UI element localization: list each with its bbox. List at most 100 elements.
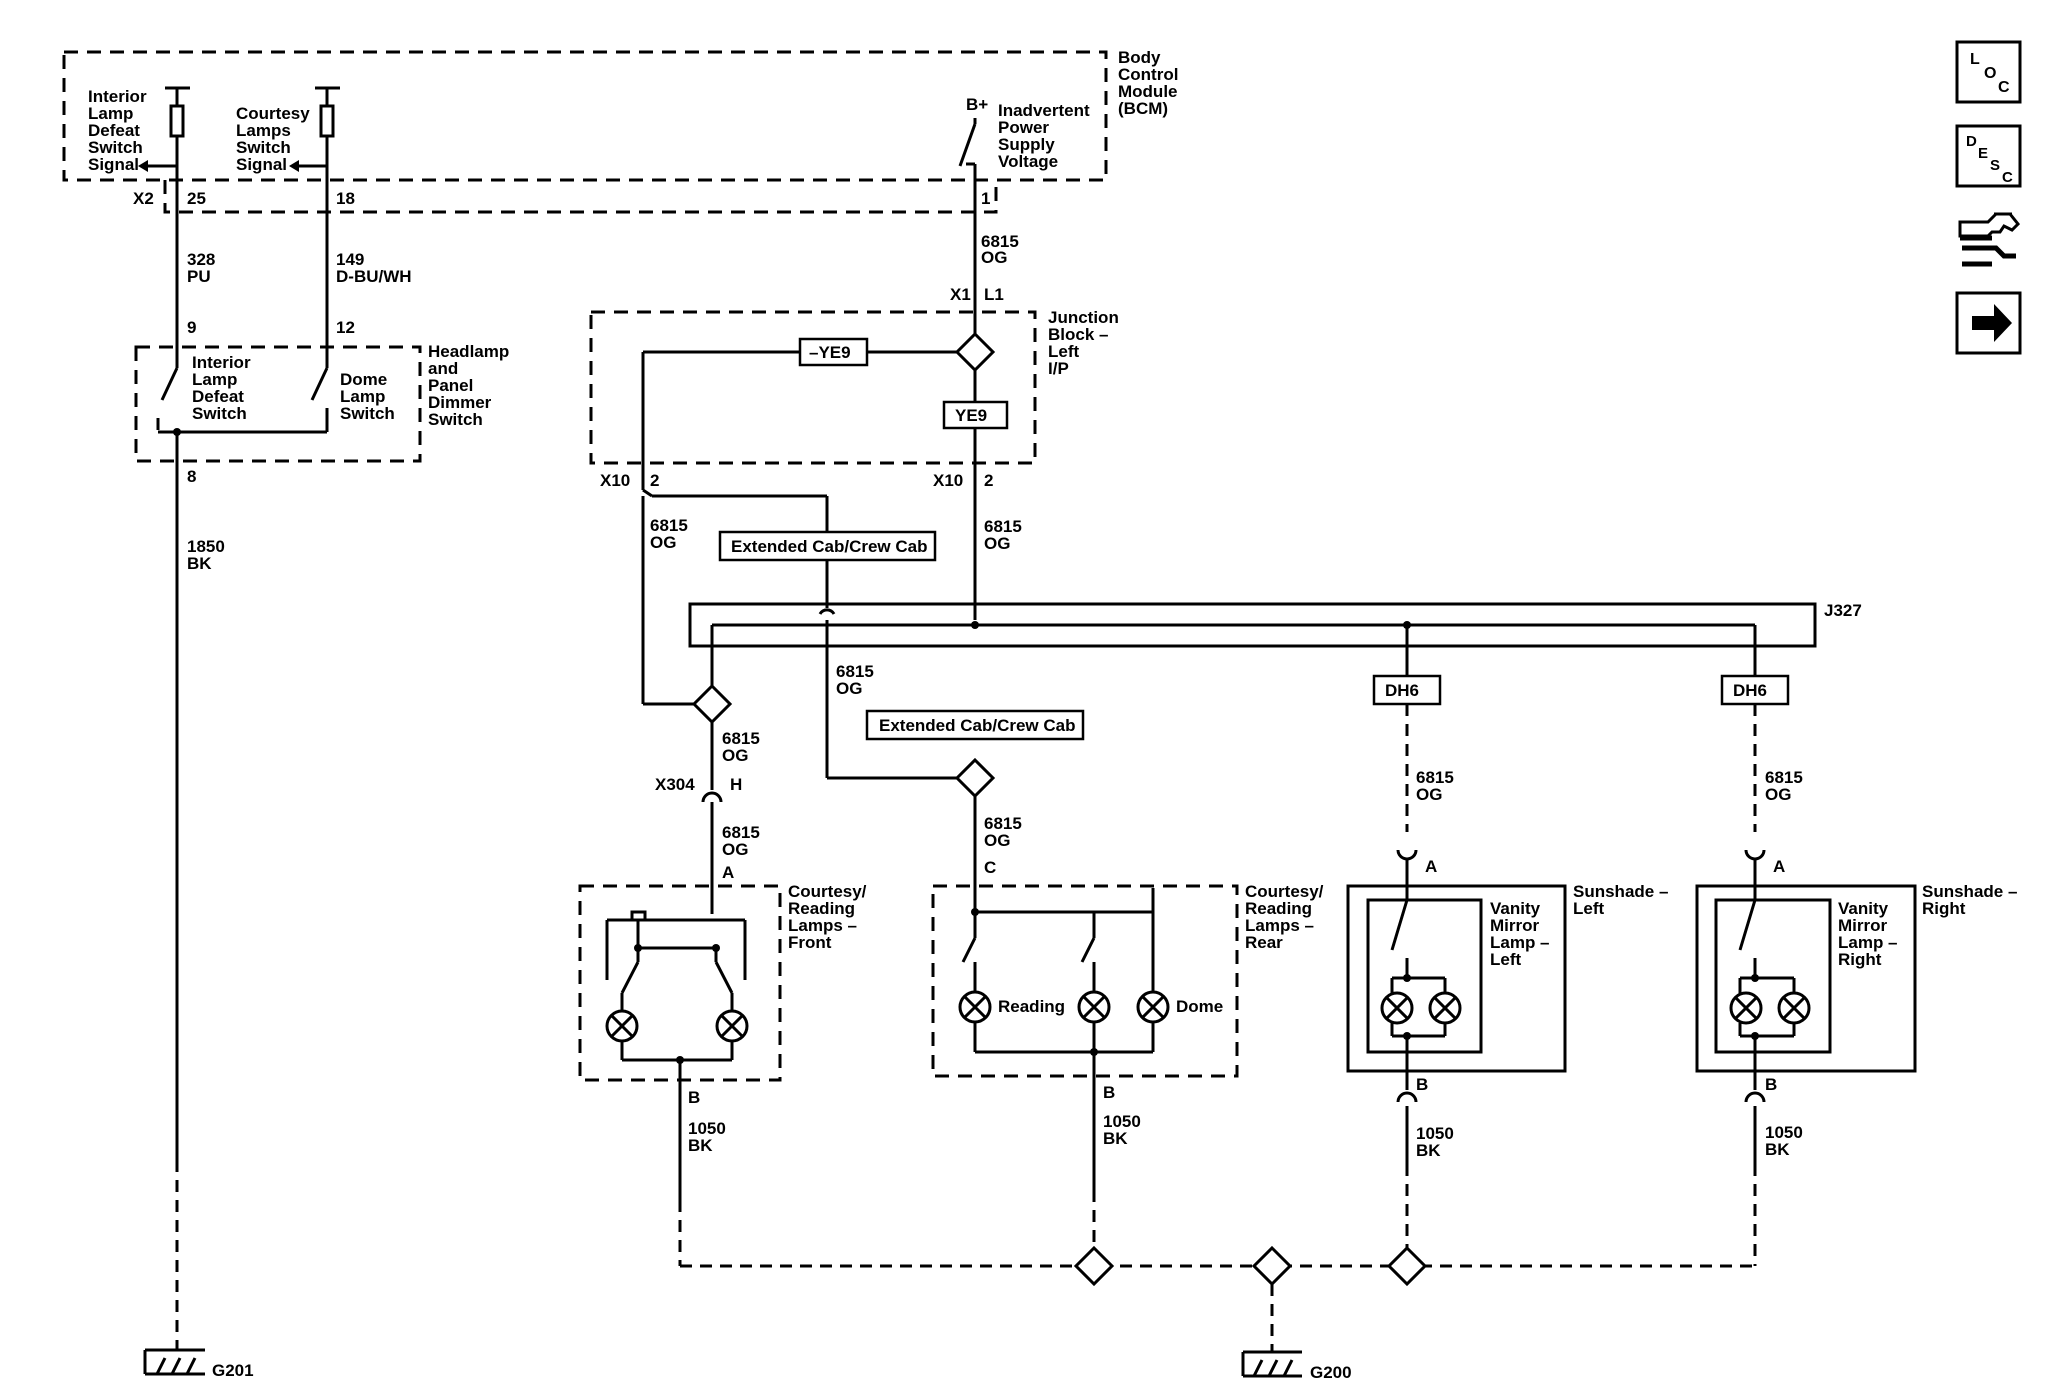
loc-c: C bbox=[1998, 79, 2010, 96]
inadvertent-l3: Supply bbox=[998, 135, 1055, 154]
wire-bk-a: BK bbox=[688, 1136, 713, 1155]
wire-bk-b: BK bbox=[1103, 1129, 1128, 1148]
wire-1050-b: 1050 bbox=[1103, 1112, 1141, 1131]
wire-149: 149 bbox=[336, 250, 364, 269]
ssl-l1: Sunshade – bbox=[1573, 882, 1668, 901]
wire-1050-c: 1050 bbox=[1416, 1124, 1454, 1143]
pin-b-right: B bbox=[1765, 1075, 1777, 1094]
wire-328: 328 bbox=[187, 250, 215, 269]
j327-label: J327 bbox=[1824, 601, 1862, 620]
sig1-l2: Lamp bbox=[88, 104, 133, 123]
ssl-l2: Left bbox=[1573, 899, 1605, 918]
pin-a-front: A bbox=[722, 863, 734, 882]
rear-l2: Reading bbox=[1245, 899, 1312, 918]
ssr-l1: Sunshade – bbox=[1922, 882, 2017, 901]
arrow-right-icon[interactable] bbox=[1955, 291, 2022, 355]
wire-6815-c: 6815 bbox=[836, 662, 874, 681]
dh6-right-label: DH6 bbox=[1733, 681, 1767, 700]
desc-e: E bbox=[1978, 145, 1988, 162]
loc-l: L bbox=[1970, 51, 1980, 68]
dome-sw-l2: Lamp bbox=[340, 387, 385, 406]
front-l2: Reading bbox=[788, 899, 855, 918]
rear-l4: Rear bbox=[1245, 933, 1283, 952]
ext-cab-label-2: Extended Cab/Crew Cab bbox=[879, 716, 1076, 735]
dimmer-l5: Switch bbox=[428, 410, 483, 429]
ssr-l2: Right bbox=[1922, 899, 1966, 918]
sig2-l3: Switch bbox=[236, 138, 291, 157]
pin-b-front: B bbox=[688, 1088, 700, 1107]
sig2-l2: Lamps bbox=[236, 121, 291, 140]
loc-o: O bbox=[1984, 65, 1996, 82]
wire-og-e: OG bbox=[722, 746, 748, 765]
g201-label: G201 bbox=[212, 1361, 254, 1380]
connector-tools-icon[interactable] bbox=[1958, 212, 2021, 267]
jb-l2: Block – bbox=[1048, 325, 1108, 344]
not-ye9-label: –YE9 bbox=[809, 343, 851, 362]
wire-6815-a: 6815 bbox=[981, 232, 1019, 251]
front-l1: Courtesy/ bbox=[788, 882, 867, 901]
pin-b-rear: B bbox=[1103, 1083, 1115, 1102]
loc-icon[interactable]: L O C bbox=[1955, 40, 2022, 104]
pin-b-left: B bbox=[1416, 1075, 1428, 1094]
vmr-l3: Lamp – bbox=[1838, 933, 1898, 952]
ground-g200: G200 bbox=[1241, 1350, 1352, 1382]
desc-icon[interactable]: D E S C bbox=[1955, 124, 2022, 188]
l1-label: L1 bbox=[984, 285, 1004, 304]
pin-2-left: 2 bbox=[650, 471, 659, 490]
bcm-label-4: (BCM) bbox=[1118, 99, 1168, 118]
dh6-left-label: DH6 bbox=[1385, 681, 1419, 700]
wire-6815-g: 6815 bbox=[984, 814, 1022, 833]
bcm-module: Body Control Module (BCM) bbox=[62, 48, 1178, 182]
inadvertent-l2: Power bbox=[998, 118, 1049, 137]
rear-l1: Courtesy/ bbox=[1245, 882, 1324, 901]
connector-x2-label: X2 bbox=[133, 189, 154, 208]
x10-right: X10 bbox=[933, 471, 963, 490]
jb-l1: Junction bbox=[1048, 308, 1119, 327]
jb-l4: I/P bbox=[1048, 359, 1069, 378]
sig1-l4: Switch bbox=[88, 138, 143, 157]
pin-9: 9 bbox=[187, 318, 196, 337]
vml-l3: Lamp – bbox=[1490, 933, 1550, 952]
splice-j327: J327 bbox=[688, 601, 1862, 648]
dimmer-l4: Dimmer bbox=[428, 393, 492, 412]
sunshade-left: Sunshade – Left Vanity Mirror Lamp – Lef… bbox=[1346, 882, 1668, 1090]
wire-og-g: OG bbox=[984, 831, 1010, 850]
wire-bk-c: BK bbox=[1416, 1141, 1441, 1160]
wire-1050-a: 1050 bbox=[688, 1119, 726, 1138]
sig1-l5: Signal bbox=[88, 155, 139, 174]
pin-c: C bbox=[984, 858, 996, 877]
courtesy-lamps-rear: Courtesy/ Reading Lamps – Rear Reading D… bbox=[931, 882, 1324, 1080]
bplus-label: B+ bbox=[966, 95, 988, 114]
pin-18-label: 18 bbox=[336, 189, 355, 208]
pin-8: 8 bbox=[187, 467, 196, 486]
vmr-l1: Vanity bbox=[1838, 899, 1889, 918]
bcm-label-2: Control bbox=[1118, 65, 1178, 84]
wire-6815-e: 6815 bbox=[722, 729, 760, 748]
vmr-l2: Mirror bbox=[1838, 916, 1888, 935]
front-l3: Lamps – bbox=[788, 916, 857, 935]
ids-l3: Defeat bbox=[192, 387, 244, 406]
courtesy-lamps-front: Courtesy/ Reading Lamps – Front bbox=[578, 882, 867, 1090]
ids-l4: Switch bbox=[192, 404, 247, 423]
vmr-l4: Right bbox=[1838, 950, 1882, 969]
wire-og-h: OG bbox=[1416, 785, 1442, 804]
x10-left: X10 bbox=[600, 471, 630, 490]
ye9-label: YE9 bbox=[955, 406, 987, 425]
rear-l3: Lamps – bbox=[1245, 916, 1314, 935]
wire-dbu-wh: D-BU/WH bbox=[336, 267, 412, 286]
dome-sw-l1: Dome bbox=[340, 370, 387, 389]
bcm-label-1: Body bbox=[1118, 48, 1161, 67]
ids-l2: Lamp bbox=[192, 370, 237, 389]
wire-6815-d: 6815 bbox=[984, 517, 1022, 536]
desc-s: S bbox=[1990, 157, 2000, 174]
sig2-l1: Courtesy bbox=[236, 104, 310, 123]
wire-6815-b: 6815 bbox=[650, 516, 688, 535]
wire-bk-1850: BK bbox=[187, 554, 212, 573]
wire-6815-h: 6815 bbox=[1416, 768, 1454, 787]
dome-sw-l3: Switch bbox=[340, 404, 395, 423]
pin-a-right: A bbox=[1773, 857, 1785, 876]
reading-label: Reading bbox=[998, 997, 1065, 1016]
pin-25-label: 25 bbox=[187, 189, 206, 208]
inadvertent-l1: Inadvertent bbox=[998, 101, 1090, 120]
wire-6815-i: 6815 bbox=[1765, 768, 1803, 787]
